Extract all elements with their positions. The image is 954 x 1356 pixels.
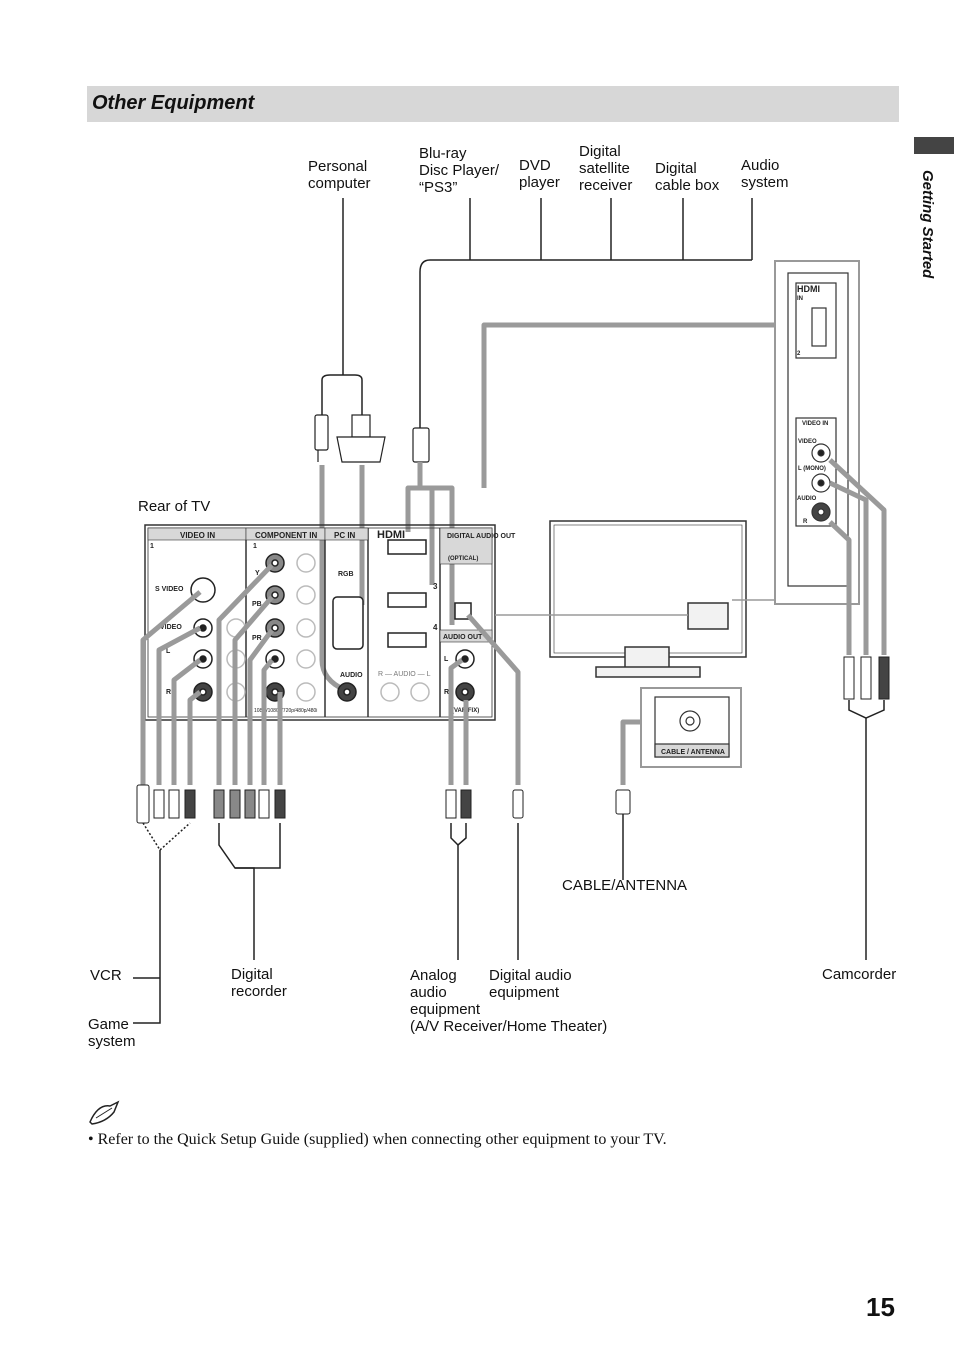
bottom-cables: [140, 563, 686, 785]
rear-panel: [144, 524, 496, 721]
panel-out-l-label: L: [444, 656, 449, 663]
side-panel-audio-label: AUDIO: [797, 496, 817, 502]
label-rear-of-tv: Rear of TV: [138, 498, 211, 515]
bottom-label-lines: [133, 700, 885, 1024]
page-number: 15: [866, 1292, 895, 1322]
label-digital-recorder: Digital recorder: [231, 966, 287, 1000]
panel-audio-label: AUDIO: [340, 672, 363, 679]
tv-body: [549, 520, 747, 678]
connection-diagram: VIDEO IN COMPONENT IN PC IN HDMI DIGITAL…: [133, 198, 890, 1024]
panel-video-label: VIDEO: [160, 624, 182, 631]
label-vcr: VCR: [90, 967, 122, 984]
side-panel-in-label: IN: [797, 296, 803, 302]
section-banner: Other Equipment: [87, 86, 899, 122]
note-text: • Refer to the Quick Setup Guide (suppli…: [88, 1131, 667, 1148]
panel-hdmi-label: HDMI: [377, 529, 405, 541]
panel-out-r-label: R: [444, 689, 449, 696]
side-panel-l-mono-label: L (MONO): [798, 466, 826, 472]
label-camcorder: Camcorder: [822, 966, 897, 983]
side-panel: [774, 260, 860, 605]
panel-pc-in-label: PC IN: [334, 531, 356, 540]
bottom-plugs: [136, 784, 631, 824]
cable-antenna-panel: [640, 687, 742, 768]
panel-digital-audio-out-label: DIGITAL AUDIO OUT: [447, 533, 516, 540]
side-tab-marker: [914, 137, 954, 154]
panel-pb-label: PB: [252, 601, 262, 608]
label-cable-antenna: CABLE/ANTENNA: [562, 877, 688, 894]
panel-component-in-label: COMPONENT IN: [255, 531, 317, 540]
panel-s-video-label: S VIDEO: [155, 586, 184, 593]
panel-rgb-label: RGB: [338, 571, 354, 578]
panel-y-label: Y: [255, 570, 260, 577]
label-game-system: Game system: [88, 1016, 136, 1050]
top-device-lines: [321, 198, 753, 428]
panel-num-4: 4: [433, 623, 438, 632]
label-personal-computer: Personal computer: [308, 158, 371, 192]
panel-num-3: 3: [433, 582, 438, 591]
side-panel-video-in-label: VIDEO IN: [802, 421, 828, 427]
panel-audio-out-label: AUDIO OUT: [443, 634, 483, 641]
panel-video-in-label: VIDEO IN: [180, 531, 215, 540]
panel-pr-label: PR: [252, 635, 262, 642]
side-panel-num-2: 2: [797, 351, 801, 357]
side-panel-video-label: VIDEO: [798, 439, 817, 445]
label-cable-box: Digital cable box: [655, 160, 720, 194]
side-panel-hdmi-label: HDMI: [797, 284, 820, 294]
panel-num-1-component: 1: [253, 543, 257, 550]
label-satellite-receiver: Digital satellite receiver: [579, 143, 633, 194]
section-title: Other Equipment: [92, 92, 255, 114]
side-tab-label: Getting Started: [919, 170, 936, 279]
side-panel-r-label: R: [803, 519, 808, 525]
panel-r-audio-l-label: R — AUDIO — L: [378, 671, 431, 678]
camcorder-cables: [828, 458, 887, 655]
panel-optical-label: (OPTICAL): [448, 556, 478, 562]
pc-connectors: [314, 414, 430, 463]
label-bluray-player: Blu-ray Disc Player/ “PS3”: [419, 145, 500, 196]
pencil-note-icon: [89, 1100, 120, 1125]
panel-num-1: 1: [150, 543, 154, 550]
label-audio-system: Audio system: [741, 157, 789, 191]
label-dvd-player: DVD player: [519, 157, 560, 191]
label-digital-audio: Digital audio equipment: [489, 967, 572, 1001]
panel-r-label: R: [166, 689, 171, 696]
label-analog-audio: Analog audio equipment (A/V Receiver/Hom…: [410, 967, 608, 1035]
cable-antenna-panel-label: CABLE / ANTENNA: [661, 749, 725, 756]
panel-l-mono-label: L: [166, 648, 171, 655]
panel-resolutions-label: 1080i/1080p/720p/480p/480i: [254, 708, 317, 714]
